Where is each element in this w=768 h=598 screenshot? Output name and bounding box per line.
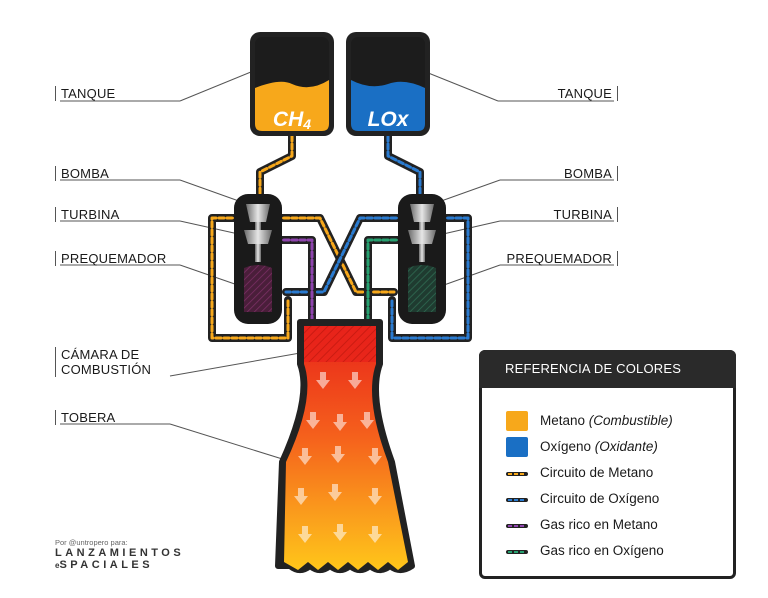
legend-item-text: Gas rico en Oxígeno [540,543,664,558]
legend-item-label: Oxígeno (Oxidante) [540,436,658,458]
legend-item-label: Metano (Combustible) [540,410,673,432]
label-nozzle: TOBERA [55,410,115,425]
label-chamber-line1: CÁMARA DE [61,347,140,362]
credit-by: Por @untropero para: [55,538,128,547]
lox-tank-label: LOx [368,108,410,131]
legend-item-label: Circuito de Metano [540,462,653,484]
legend-title: REFERENCIA DE COLORES [479,350,736,388]
credit-line2-prefix: e [55,561,60,570]
legend-line-swatch [506,524,528,528]
right-turbopump [398,194,446,324]
label-pump-left: BOMBA [55,166,109,181]
legend-item-text: Circuito de Oxígeno [540,491,660,506]
legend-item-label: Gas rico en Oxígeno [540,540,664,562]
legend-item-note: (Combustible) [588,413,673,428]
left-turbopump [234,194,282,324]
credit-line2: eSPACIALES [55,559,184,572]
legend-item-text: Circuito de Metano [540,465,654,480]
color-legend: REFERENCIA DE COLORES Metano (Combustibl… [479,350,736,579]
methane-tank [250,32,334,136]
legend-swatch [506,411,528,431]
lox-tank [346,32,430,136]
engine-nozzle [275,319,415,573]
label-chamber-line2: COMBUSTIÓN [61,362,152,377]
label-preburner-right: PREQUEMADOR [507,251,618,266]
credit-line1: LANZAMIENTOS [55,547,185,559]
legend-item-text: Metano [540,413,589,428]
pipes [208,132,472,342]
legend-item-note: (Oxidante) [594,439,658,454]
methane-tank-label: CH4 [273,108,311,132]
label-preburner-left: PREQUEMADOR [55,251,167,266]
legend-line-swatch [506,472,528,476]
label-tank-left: TANQUE [55,86,115,101]
legend-item-label: Circuito de Oxígeno [540,488,659,510]
legend-line-swatch [506,550,528,554]
legend-line-swatch [506,498,528,502]
legend-item-text: Gas rico en Metano [540,517,658,532]
credit-line2-text: SPACIALES [59,559,154,571]
label-tank-right: TANQUE [558,86,618,101]
label-pump-right: BOMBA [564,166,618,181]
label-turbine-right: TURBINA [554,207,618,222]
legend-item-text: Oxígeno [540,439,595,454]
legend-swatch [506,437,528,457]
legend-item-label: Gas rico en Metano [540,514,658,536]
label-combustion-chamber: CÁMARA DE COMBUSTIÓN [55,347,151,377]
label-turbine-left: TURBINA [55,207,119,222]
credit: Por @untropero para: LANZAMIENTOS eSPACI… [55,538,184,572]
